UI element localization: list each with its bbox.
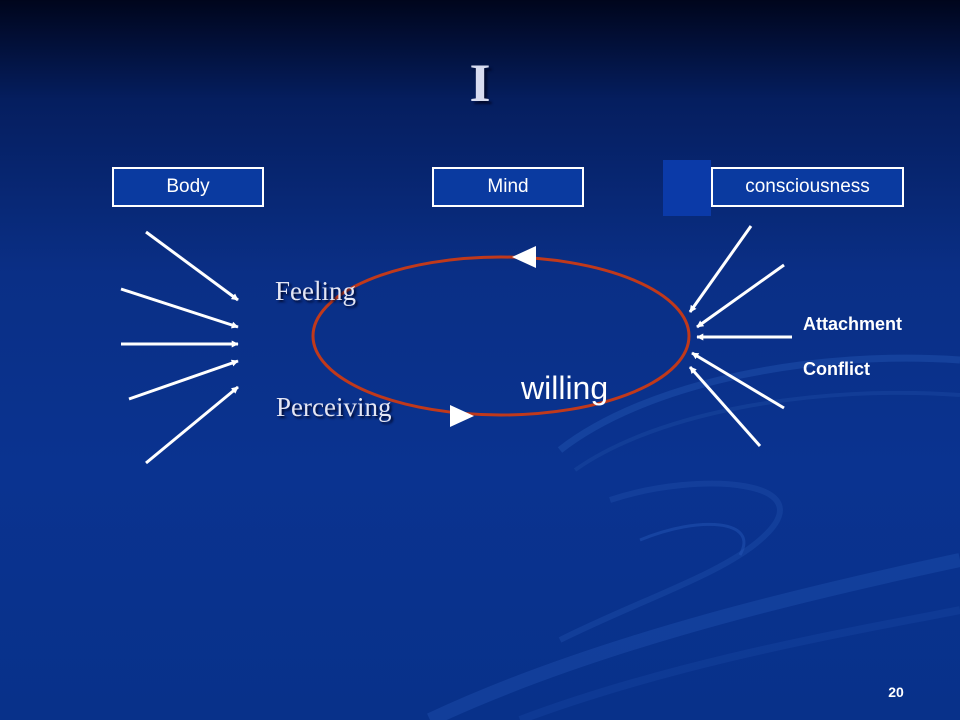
conflict-label: Conflict	[803, 359, 870, 379]
arrow-left-5	[145, 385, 239, 465]
page-number: 20	[888, 684, 904, 700]
willing-label: willing	[521, 370, 609, 406]
decorative-square	[663, 160, 711, 216]
arrow-left-4	[128, 359, 239, 401]
mind-box: Mind	[432, 167, 584, 207]
slide-title: I	[469, 53, 491, 113]
feeling-label: Feeling	[275, 276, 356, 306]
body-box: Body	[112, 167, 264, 207]
consciousness-box: consciousness	[711, 167, 904, 207]
cycle-arrow-top	[512, 246, 536, 268]
arrow-right-1	[688, 225, 753, 313]
arrow-left-1	[145, 230, 239, 302]
arrow-right-2	[696, 263, 785, 329]
cycle-arrow-bottom	[450, 405, 474, 427]
arrow-right-5	[688, 366, 762, 447]
cycle-ellipse	[311, 255, 691, 417]
perceiving-label: Perceiving	[276, 392, 392, 422]
arrow-right-4	[691, 351, 785, 410]
attachment-label: Attachment	[803, 314, 903, 334]
arrow-left-2	[120, 287, 239, 329]
